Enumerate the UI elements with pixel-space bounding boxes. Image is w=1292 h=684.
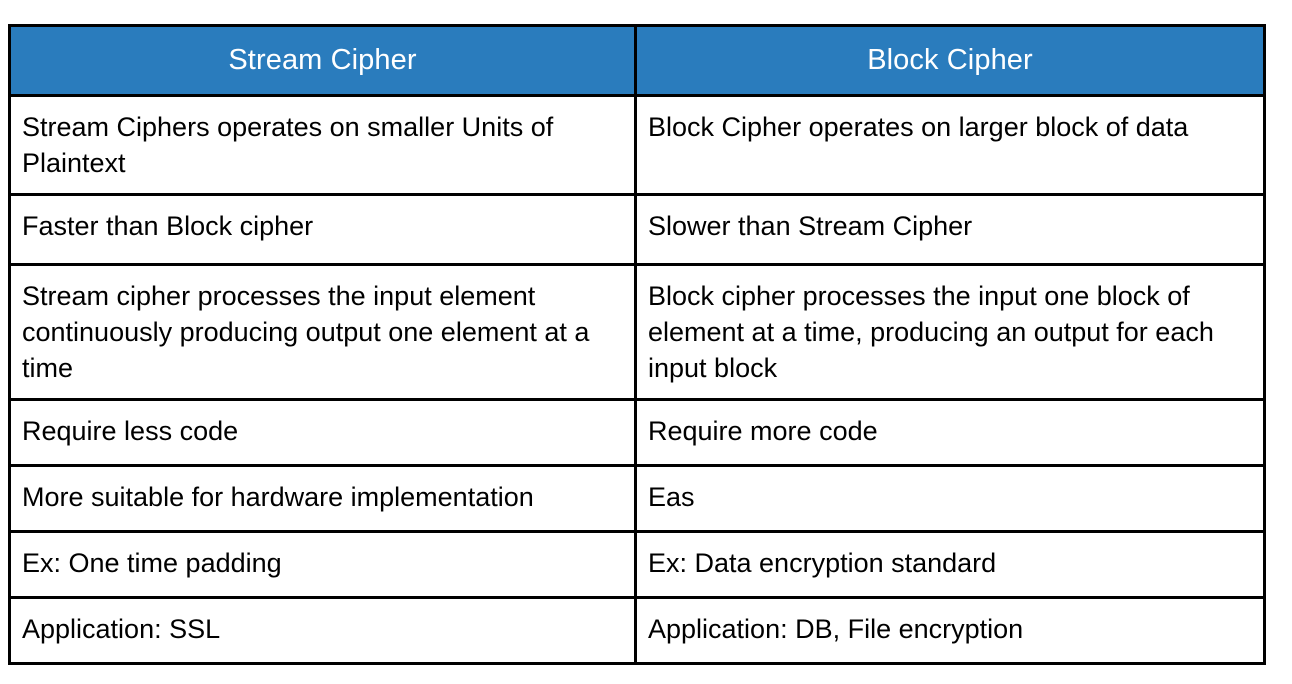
cell-stream-6: Application: SSL (8, 596, 637, 665)
cell-block-0: Block Cipher operates on larger block of… (634, 94, 1266, 196)
cell-stream-3: Require less code (8, 398, 637, 467)
cell-text: Ex: Data encryption standard (648, 548, 997, 578)
cipher-comparison-table: Stream Cipher Block Cipher Stream Cipher… (8, 24, 1266, 665)
cell-text: Slower than Stream Cipher (648, 211, 973, 241)
cell-text: More suitable for hardware implementatio… (22, 482, 534, 512)
table-body: Stream Ciphers operates on smaller Units… (8, 94, 1266, 665)
table-row: Faster than Block cipher Slower than Str… (8, 193, 1266, 266)
cell-stream-5: Ex: One time padding (8, 530, 637, 599)
cell-text: Block Cipher operates on larger block of… (648, 112, 1189, 142)
cell-block-2: Block cipher processes the input one blo… (634, 263, 1266, 401)
cell-stream-0: Stream Ciphers operates on smaller Units… (8, 94, 637, 196)
cell-block-6: Application: DB, File encryption (634, 596, 1266, 665)
cell-block-1: Slower than Stream Cipher (634, 193, 1266, 266)
column-header-block-cipher-label: Block Cipher (867, 44, 1033, 76)
cell-text: Stream cipher processes the input elemen… (22, 281, 590, 383)
cell-text: Application: SSL (22, 614, 221, 644)
cell-text: Require less code (22, 416, 239, 446)
table-row: Application: SSL Application: DB, File e… (8, 596, 1266, 665)
cell-text: Faster than Block cipher (22, 211, 314, 241)
cell-stream-1: Faster than Block cipher (8, 193, 637, 266)
cell-block-4: Eas (634, 464, 1266, 533)
column-header-stream-cipher: Stream Cipher (8, 24, 637, 97)
table-header: Stream Cipher Block Cipher (8, 24, 1266, 97)
cell-text: Stream Ciphers operates on smaller Units… (22, 112, 554, 178)
table-row: Stream cipher processes the input elemen… (8, 263, 1266, 401)
table-row: Stream Ciphers operates on smaller Units… (8, 94, 1266, 196)
table-row: More suitable for hardware implementatio… (8, 464, 1266, 533)
column-header-block-cipher: Block Cipher (634, 24, 1266, 97)
table-row: Ex: One time padding Ex: Data encryption… (8, 530, 1266, 599)
column-header-stream-cipher-label: Stream Cipher (228, 44, 417, 76)
cell-text: Eas (648, 482, 695, 512)
cell-text: Require more code (648, 416, 878, 446)
header-row: Stream Cipher Block Cipher (8, 24, 1266, 97)
cell-block-3: Require more code (634, 398, 1266, 467)
cell-stream-4: More suitable for hardware implementatio… (8, 464, 637, 533)
cell-stream-2: Stream cipher processes the input elemen… (8, 263, 637, 401)
cell-text: Ex: One time padding (22, 548, 282, 578)
cell-block-5: Ex: Data encryption standard (634, 530, 1266, 599)
cell-text: Application: DB, File encryption (648, 614, 1024, 644)
cell-text: Block cipher processes the input one blo… (648, 281, 1214, 383)
table-row: Require less code Require more code (8, 398, 1266, 467)
